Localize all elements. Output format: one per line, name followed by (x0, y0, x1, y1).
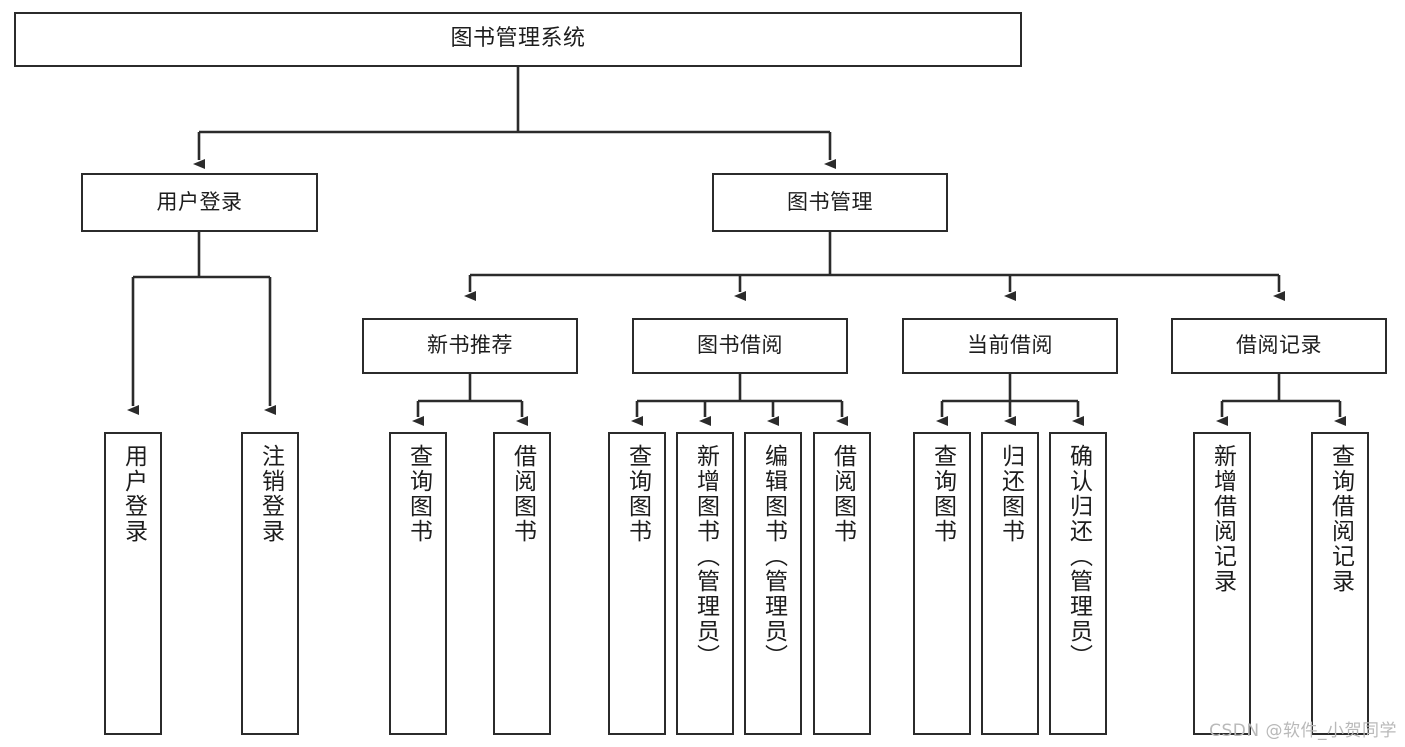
leaf-confirm-return-admin[interactable]: 确认归还（管理员） (1049, 432, 1107, 735)
leaf-query-book-borrow-label: 查询图书 (624, 444, 651, 544)
leaf-query-book-borrow[interactable]: 查询图书 (608, 432, 666, 735)
leaf-add-book-admin[interactable]: 新增图书（管理员） (676, 432, 734, 735)
leaf-user-login[interactable]: 用户登录 (104, 432, 162, 735)
leaf-query-borrow-record-label: 查询借阅记录 (1327, 444, 1354, 594)
node-borrow-records-label: 借阅记录 (1236, 333, 1322, 358)
leaf-borrow-book-label: 借阅图书 (829, 444, 856, 544)
node-root-label: 图书管理系统 (450, 26, 586, 52)
leaf-edit-book-admin[interactable]: 编辑图书（管理员） (744, 432, 802, 735)
leaf-user-login-label: 用户登录 (120, 444, 147, 544)
node-book-management-label: 图书管理 (787, 189, 873, 214)
leaf-return-book[interactable]: 归还图书 (981, 432, 1039, 735)
node-borrow-records[interactable]: 借阅记录 (1171, 318, 1387, 374)
leaf-add-book-admin-label: 新增图书（管理员） (692, 444, 719, 669)
node-book-borrow-label: 图书借阅 (697, 333, 783, 358)
node-book-borrow[interactable]: 图书借阅 (632, 318, 848, 374)
node-root[interactable]: 图书管理系统 (14, 12, 1022, 67)
leaf-borrow-book-new-label: 借阅图书 (509, 444, 536, 544)
leaf-edit-book-admin-label: 编辑图书（管理员） (760, 444, 787, 669)
node-user-login-label: 用户登录 (156, 189, 243, 214)
leaf-query-book-current[interactable]: 查询图书 (913, 432, 971, 735)
node-new-book-recommend[interactable]: 新书推荐 (362, 318, 578, 374)
leaf-borrow-book[interactable]: 借阅图书 (813, 432, 871, 735)
leaf-add-borrow-record-label: 新增借阅记录 (1209, 444, 1236, 594)
node-new-book-recommend-label: 新书推荐 (427, 333, 513, 358)
leaf-query-book-new[interactable]: 查询图书 (389, 432, 447, 735)
leaf-query-book-new-label: 查询图书 (405, 444, 432, 544)
leaf-logout[interactable]: 注销登录 (241, 432, 299, 735)
leaf-borrow-book-new[interactable]: 借阅图书 (493, 432, 551, 735)
leaf-query-book-current-label: 查询图书 (929, 444, 956, 544)
leaf-confirm-return-admin-label: 确认归还（管理员） (1065, 444, 1092, 669)
leaf-query-borrow-record[interactable]: 查询借阅记录 (1311, 432, 1369, 735)
node-book-management[interactable]: 图书管理 (712, 173, 948, 232)
node-user-login[interactable]: 用户登录 (81, 173, 318, 232)
leaf-add-borrow-record[interactable]: 新增借阅记录 (1193, 432, 1251, 735)
leaf-logout-label: 注销登录 (257, 444, 284, 544)
leaf-return-book-label: 归还图书 (997, 444, 1024, 544)
node-current-borrow[interactable]: 当前借阅 (902, 318, 1118, 374)
watermark: CSDN @软件_小贺同学 (1209, 721, 1397, 741)
node-current-borrow-label: 当前借阅 (967, 333, 1053, 358)
